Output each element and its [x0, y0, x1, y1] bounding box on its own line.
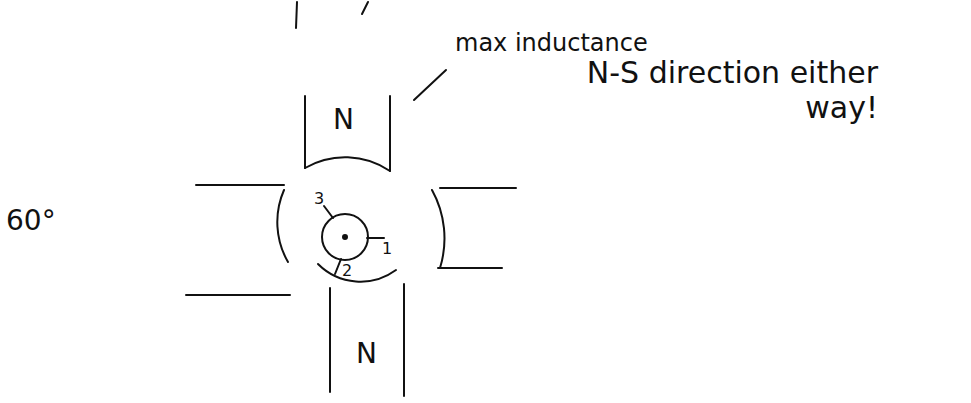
- stray-stroke: [296, 2, 297, 28]
- pole-side: [186, 294, 290, 296]
- pole-side: [304, 96, 306, 168]
- pole-face: [318, 264, 396, 282]
- rotor-spoke: [367, 237, 384, 239]
- rotor-circle: [322, 214, 368, 260]
- pole-side: [438, 267, 502, 269]
- phase-number: 3: [314, 190, 324, 208]
- pole-label: N: [356, 338, 377, 370]
- pole-face: [305, 157, 390, 171]
- leader-line: [414, 70, 446, 100]
- pole-label: N: [333, 104, 354, 136]
- rotor-center: [343, 235, 347, 239]
- pole-side: [196, 184, 284, 186]
- pole-side: [440, 187, 516, 189]
- phase-number: 2: [342, 262, 352, 280]
- stray-stroke: [362, 2, 368, 14]
- phase-number: 1: [382, 240, 392, 258]
- rotor-spoke: [335, 259, 341, 274]
- pole-face: [432, 190, 444, 268]
- angle-label: 60°: [6, 205, 56, 237]
- pole-face: [277, 190, 288, 262]
- rotor-spoke: [324, 206, 333, 218]
- side-note: N-S direction either way!: [548, 56, 878, 125]
- pole-side: [403, 284, 405, 396]
- pole-side: [329, 288, 331, 392]
- callout-note: max inductance: [455, 30, 648, 58]
- pole-side: [389, 96, 391, 171]
